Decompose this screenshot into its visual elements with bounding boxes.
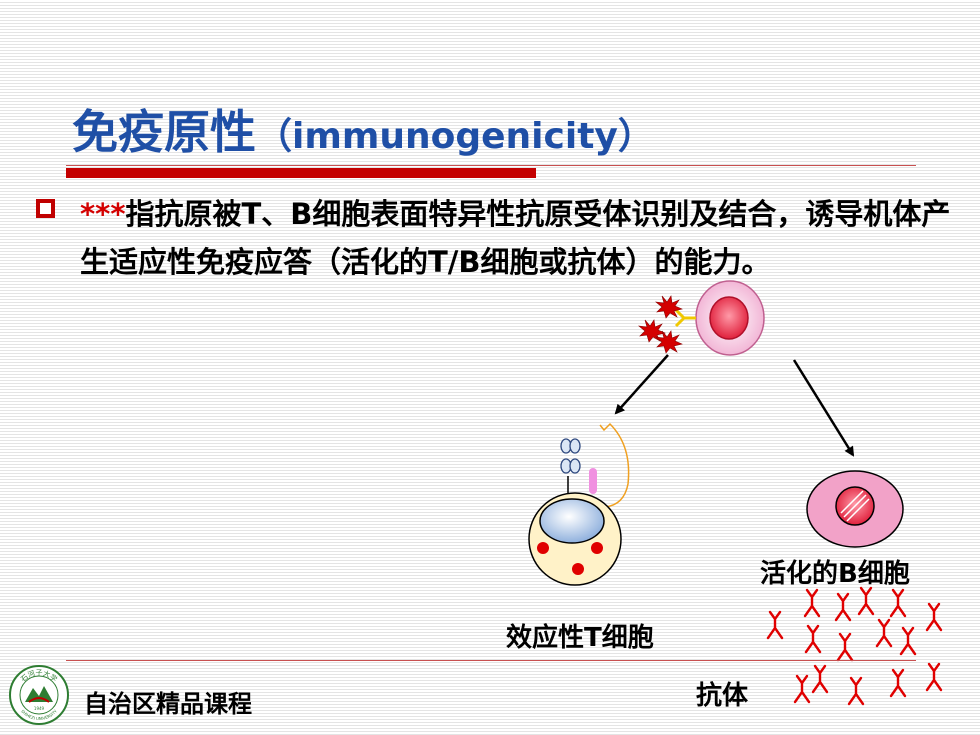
- b-cell: [674, 280, 765, 356]
- effector-t-cell: [528, 422, 630, 586]
- slide-title: 免疫原性（immunogenicity）: [72, 96, 654, 162]
- emphasis-stars: ***: [80, 197, 126, 231]
- university-logo: 石河子大学 SHIHEZI UNIVERSITY 1949: [9, 665, 69, 725]
- antibody-label: 抗体: [696, 681, 749, 711]
- activated-b-cell-label: 活化的B细胞: [760, 559, 910, 589]
- course-label: 自治区精品课程: [84, 690, 252, 718]
- title-divider: [66, 165, 916, 166]
- footer-divider: [66, 660, 916, 661]
- definition-body: 指抗原被T、B细胞表面特异性抗原受体识别及结合，诱导机体产生适应性免疫应答（活化…: [80, 197, 951, 279]
- arrow-to-b-cell: [792, 359, 855, 457]
- activated-b-cell: [806, 470, 904, 548]
- definition-text: ***指抗原被T、B细胞表面特异性抗原受体识别及结合，诱导机体产生适应性免疫应答…: [80, 190, 960, 286]
- arrow-to-t-cell: [614, 354, 669, 415]
- title-accent-bar: [66, 168, 536, 178]
- effector-t-cell-label: 效应性T细胞: [506, 623, 654, 653]
- svg-text:1949: 1949: [34, 706, 45, 711]
- antigen-burst: [638, 295, 683, 354]
- antibodies: [766, 586, 943, 706]
- bullet-square-icon: [36, 199, 55, 218]
- title-chinese: 免疫原性: [72, 105, 256, 159]
- title-english: （immunogenicity）: [256, 116, 654, 157]
